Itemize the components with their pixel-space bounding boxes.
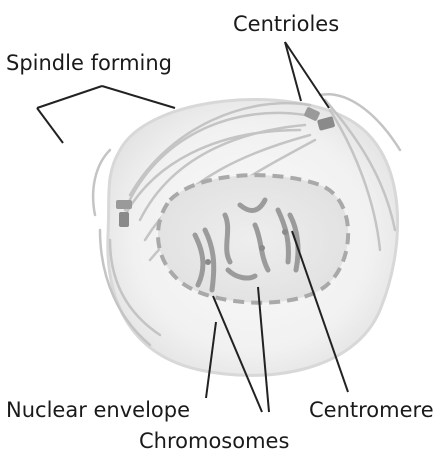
label-spindle-forming: Spindle forming xyxy=(6,51,172,75)
label-nuclear-envelope: Nuclear envelope xyxy=(6,398,190,422)
nucleus xyxy=(158,175,348,303)
label-chromosomes: Chromosomes xyxy=(139,429,289,453)
label-centrioles: Centrioles xyxy=(233,12,339,36)
label-centromere: Centromere xyxy=(309,398,434,422)
